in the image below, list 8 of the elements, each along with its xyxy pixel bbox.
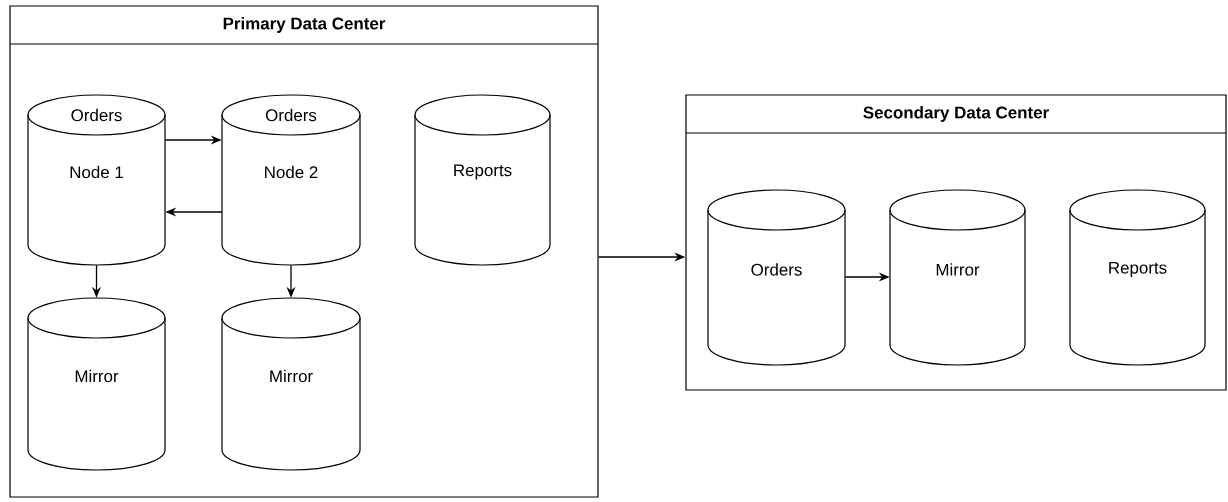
- database-cylinder: Mirror: [889, 189, 1026, 366]
- database-cylinder: Reports: [1069, 189, 1206, 366]
- database-cylinder: Reports: [414, 94, 551, 266]
- database-cylinder: Orders Node 2: [221, 94, 361, 266]
- database-cylinder: Mirror: [221, 297, 361, 471]
- database-cylinder: Mirror: [27, 297, 166, 471]
- database-cylinder: Orders Node 1: [27, 94, 166, 266]
- database-cylinder: Orders: [707, 189, 846, 366]
